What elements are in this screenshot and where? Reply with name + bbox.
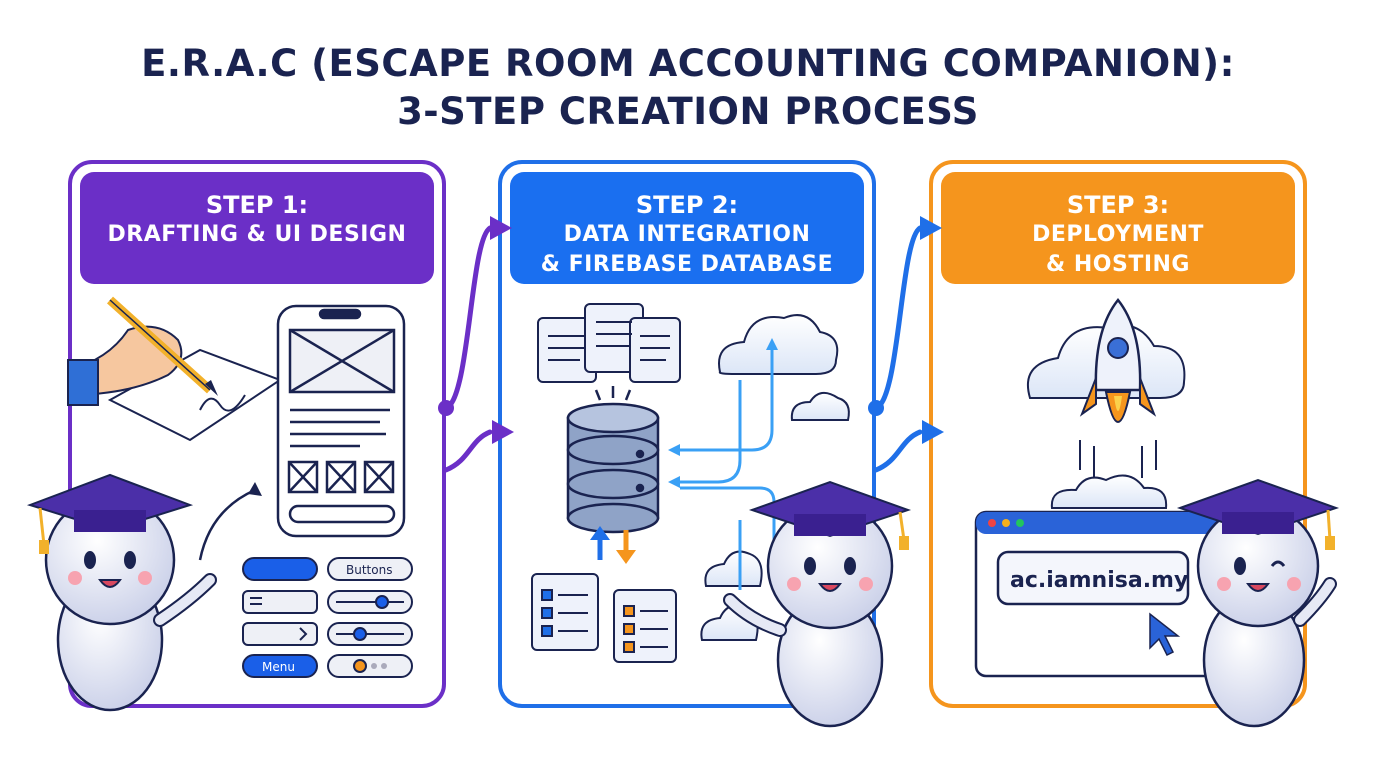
mascot-3-graduation-cap-icon (1176, 478, 1340, 728)
step1-subtitle: DRAFTING & UI DESIGN (107, 222, 407, 247)
database-icon (566, 386, 660, 534)
drawing-hand-pencil-icon (67, 296, 283, 442)
mascot-1-graduation-cap-icon (26, 473, 217, 712)
step2-subtitle-line1: DATA INTEGRATION (563, 222, 811, 247)
step3-header: STEP 3: DEPLOYMENT & HOSTING (941, 172, 1295, 284)
data-flow-lines (680, 350, 776, 590)
curved-arrow (198, 488, 256, 561)
cloud-icon (700, 314, 850, 641)
step3-subtitle-line2: & HOSTING (1046, 252, 1190, 277)
page-title-line1: E.R.A.C (ESCAPE ROOM ACCOUNTING COMPANIO… (141, 42, 1235, 85)
step2-subtitle-line2: & FIREBASE DATABASE (540, 252, 834, 277)
step1-label: STEP 1: (205, 191, 309, 219)
sync-arrows (590, 526, 636, 564)
phone-wireframe (276, 304, 406, 538)
document-stack (537, 303, 681, 383)
documents-lower (531, 573, 677, 663)
ui-kit-menu-label: Menu (262, 660, 295, 674)
page-title-line2: 3-STEP CREATION PROCESS (397, 90, 979, 133)
cursor-icon (1149, 612, 1181, 657)
step3-subtitle-line1: DEPLOYMENT (1032, 222, 1204, 247)
step3-label: STEP 3: (1066, 191, 1170, 219)
step2-label: STEP 2: (635, 191, 739, 219)
mascot-2-graduation-cap-icon (723, 480, 912, 728)
connector-arrows (443, 225, 923, 473)
browser-url: ac.iamnisa.my (1010, 568, 1189, 593)
ui-kit-components (242, 557, 413, 678)
step1-header: STEP 1: DRAFTING & UI DESIGN (80, 172, 434, 284)
step2-header: STEP 2: DATA INTEGRATION & FIREBASE DATA… (510, 172, 864, 284)
ui-kit-buttons-label: Buttons (346, 563, 393, 577)
browser-window (974, 510, 1248, 678)
cloud-rocket-icon (1026, 297, 1186, 509)
